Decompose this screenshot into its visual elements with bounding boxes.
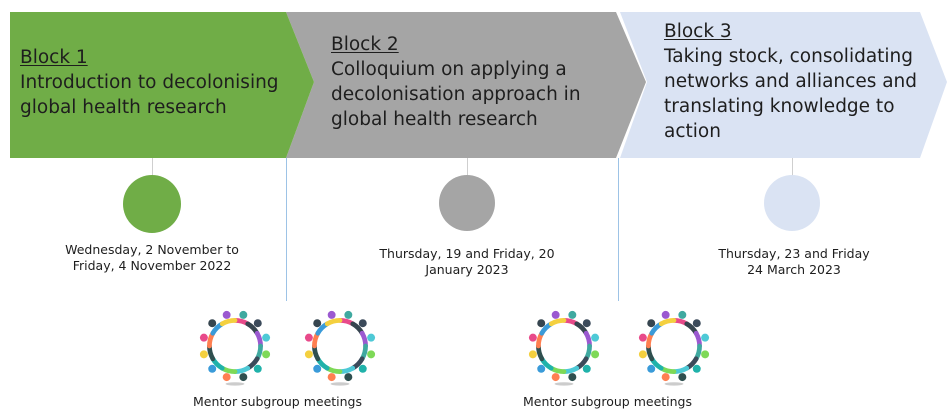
block-2-connector-line bbox=[467, 158, 468, 178]
block-2-milestone-dot bbox=[439, 175, 495, 231]
block-1-desc-line-1: Introduction to decolonising bbox=[20, 72, 279, 93]
block-3-desc-line-3: translating knowledge to bbox=[664, 96, 895, 117]
block-3-text: Block 3 Taking stock, consolidating netw… bbox=[664, 19, 934, 144]
block-1-2-separator-line bbox=[286, 158, 287, 301]
block-1-desc-line-2: global health research bbox=[20, 97, 227, 118]
block-3-milestone-dot bbox=[764, 175, 820, 231]
block-1-dates-line-1: Wednesday, 2 November to bbox=[65, 242, 239, 257]
block-2-text: Block 2 Colloquium on applying a decolon… bbox=[331, 32, 601, 132]
block-2-dates: Thursday, 19 and Friday, 20 January 2023 bbox=[357, 246, 577, 278]
people-circle-icon bbox=[528, 310, 600, 386]
block-3-desc-line-1: Taking stock, consolidating bbox=[664, 46, 914, 67]
block-2-chevron bbox=[286, 12, 646, 158]
block-3-connector-line bbox=[792, 158, 793, 176]
people-circle-icon bbox=[199, 310, 271, 386]
block-3-dates: Thursday, 23 and Friday 24 March 2023 bbox=[684, 246, 904, 278]
block-2-dates-line-1: Thursday, 19 and Friday, 20 bbox=[379, 246, 555, 261]
block-1-dates: Wednesday, 2 November to Friday, 4 Novem… bbox=[42, 242, 262, 274]
block-3-dates-line-2: 24 March 2023 bbox=[747, 262, 841, 277]
block-3-title: Block 3 bbox=[664, 21, 732, 42]
block-3-desc-line-4: action bbox=[664, 121, 721, 142]
people-circle-icon bbox=[638, 310, 710, 386]
block-2-dates-line-2: January 2023 bbox=[425, 262, 509, 277]
mentor-meetings-label-1: Mentor subgroup meetings bbox=[193, 394, 363, 409]
block-2-desc-line-1: Colloquium on applying a bbox=[331, 59, 567, 80]
block-banner bbox=[10, 12, 947, 158]
block-1-text: Block 1 Introduction to decolonising glo… bbox=[20, 45, 290, 120]
block-1-milestone-dot bbox=[123, 175, 181, 233]
block-2-title: Block 2 bbox=[331, 34, 399, 55]
block-2-3-separator-line bbox=[618, 158, 619, 301]
block-1-dates-line-2: Friday, 4 November 2022 bbox=[72, 258, 232, 273]
block-2-desc-line-2: decolonisation approach in bbox=[331, 84, 581, 105]
people-circle-icon bbox=[304, 310, 376, 386]
block-1-title: Block 1 bbox=[20, 47, 88, 68]
mentor-meetings-label-2: Mentor subgroup meetings bbox=[523, 394, 693, 409]
block-3-chevron bbox=[620, 12, 947, 158]
block-3-dates-line-1: Thursday, 23 and Friday bbox=[718, 246, 870, 261]
block-3-desc-line-2: networks and alliances and bbox=[664, 71, 918, 92]
block-1-connector-line bbox=[152, 158, 153, 178]
block-1-chevron bbox=[10, 12, 314, 158]
block-2-desc-line-3: global health research bbox=[331, 109, 538, 130]
